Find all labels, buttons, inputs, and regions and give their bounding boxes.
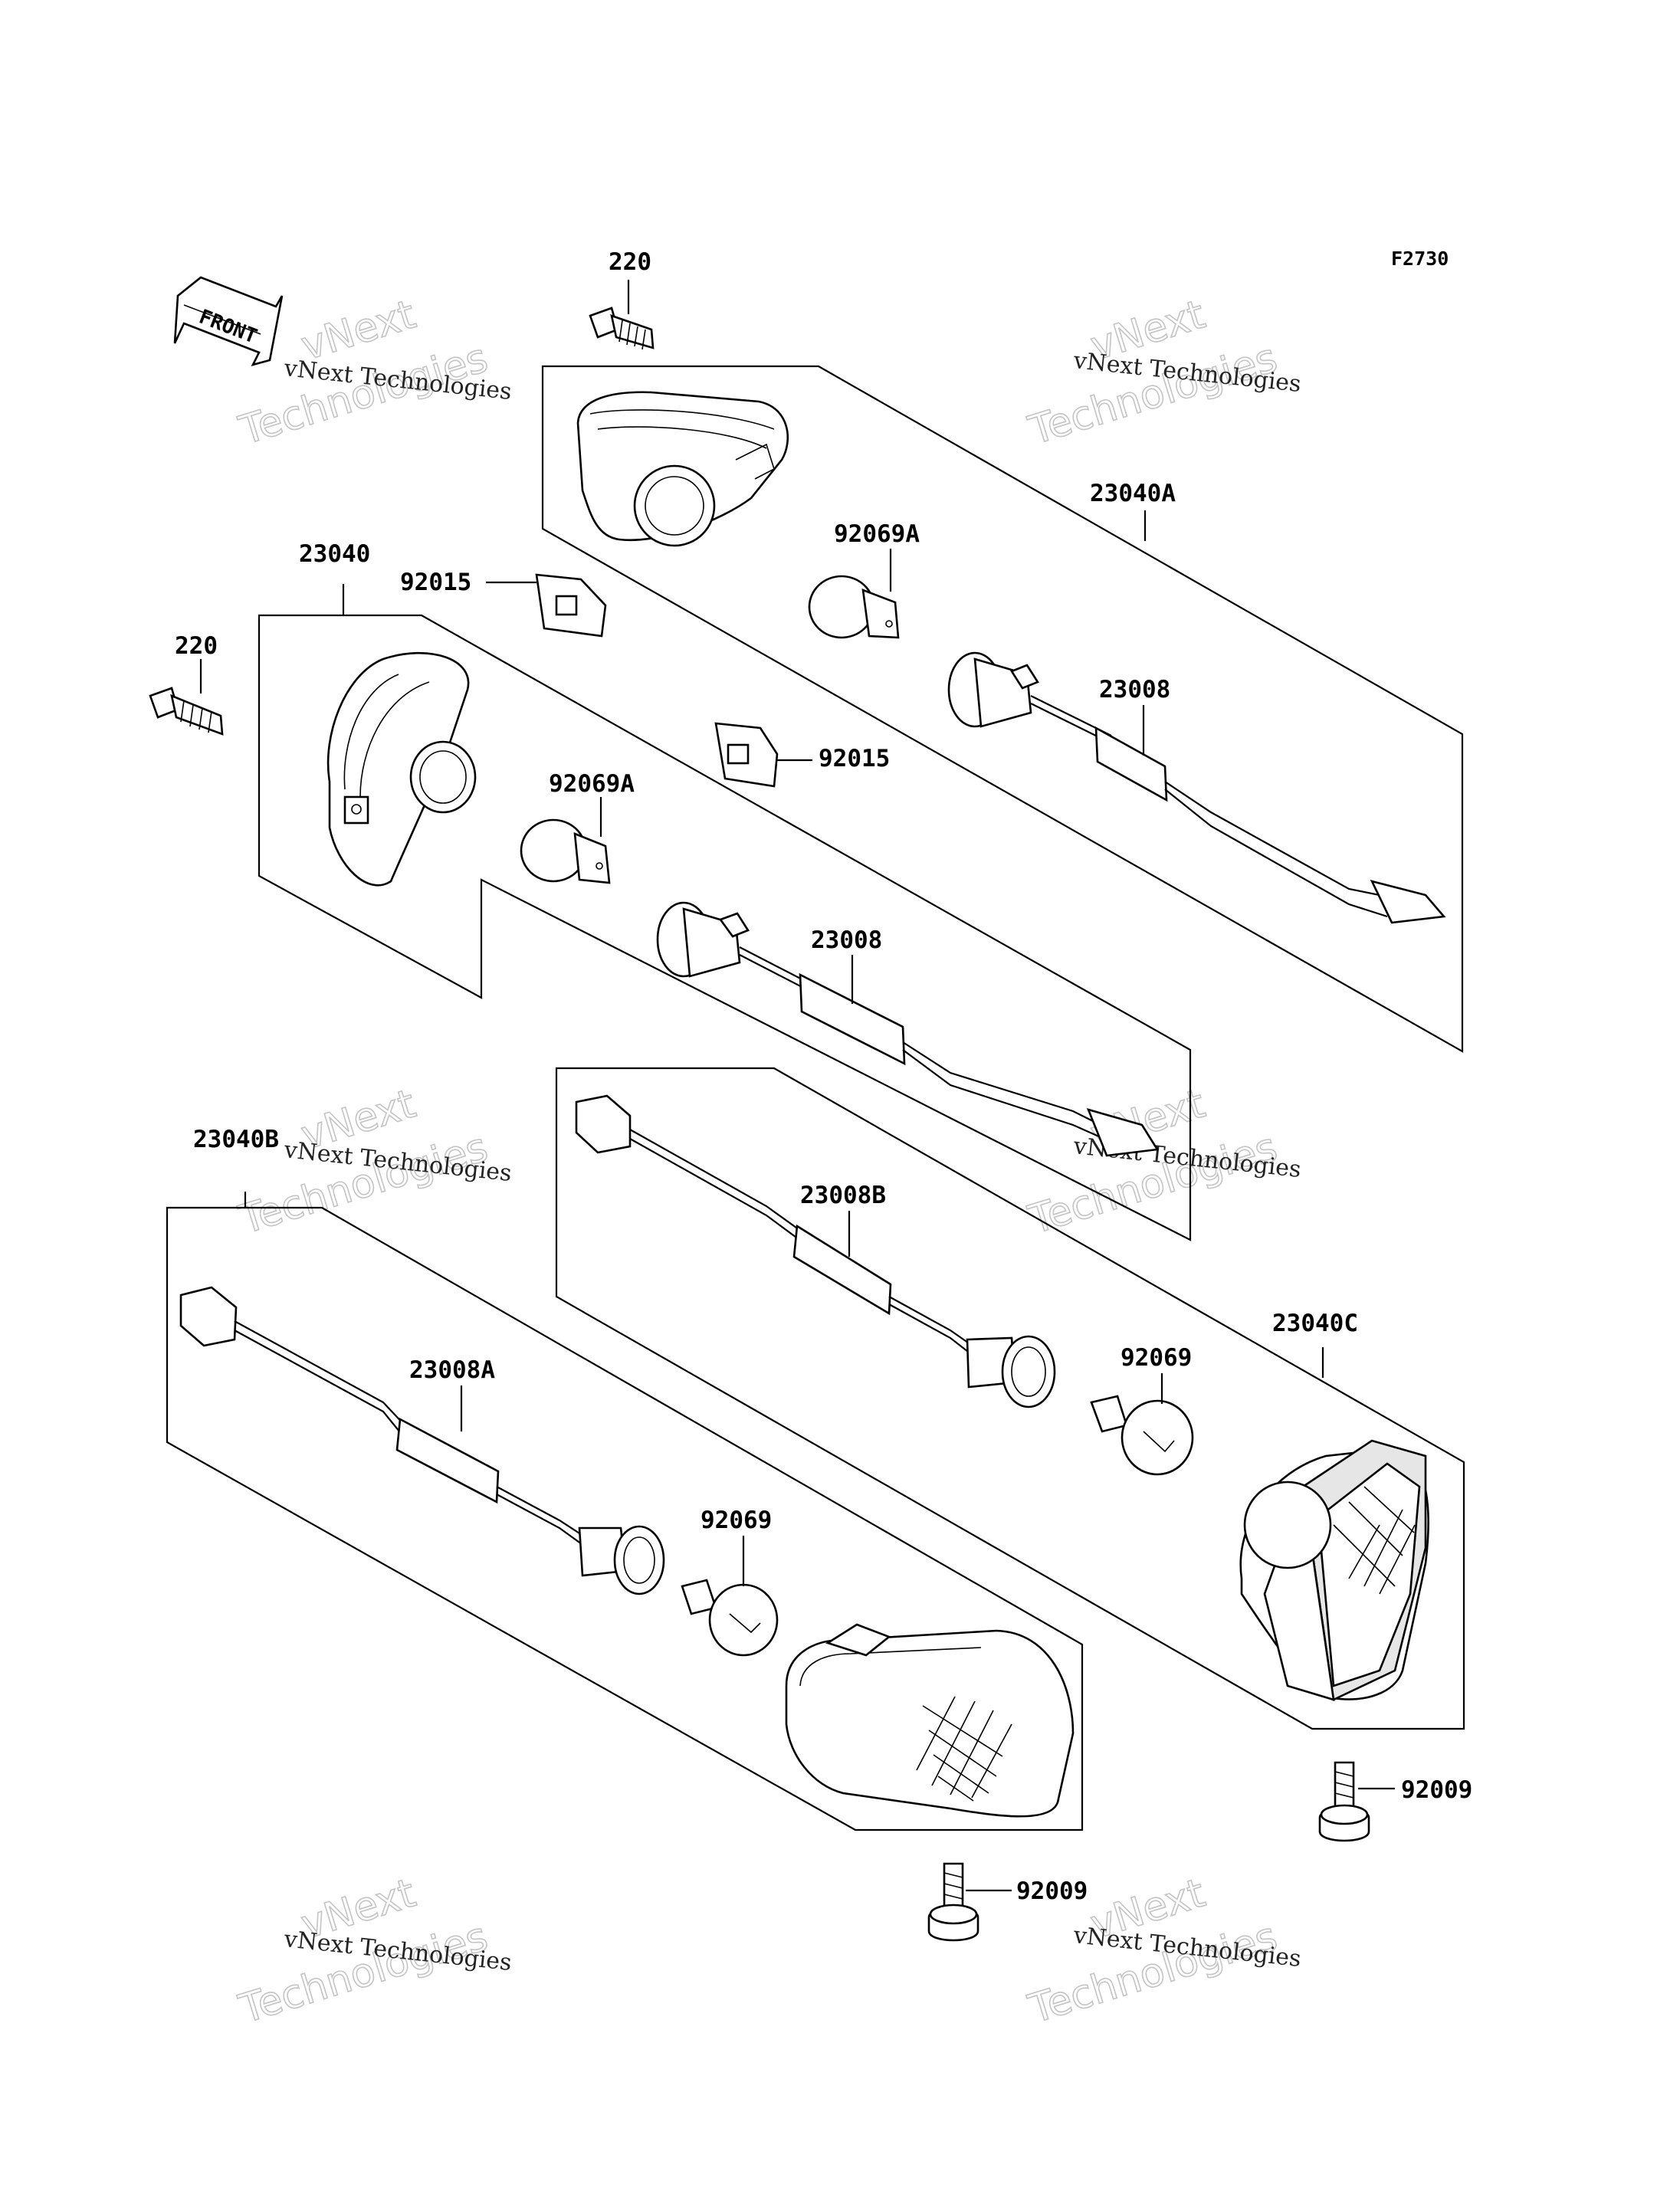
front-arrow-icon: FRONT — [173, 276, 284, 367]
group-23040B — [166, 1192, 1084, 1831]
screw-icon — [149, 659, 224, 736]
part-label-lamp-rear-left: 23040B — [193, 1126, 279, 1153]
part-label-bulb-rear-right: 92069 — [1121, 1344, 1192, 1372]
figure-code: F2730 — [1391, 248, 1449, 270]
socket-wire-front-left — [656, 901, 1160, 1157]
socket-wire-rear-right — [575, 1094, 1056, 1408]
part-label-bulb-top: 92069A — [834, 520, 920, 548]
screw-icon — [927, 1862, 1012, 1942]
bulb-icon — [681, 1579, 779, 1657]
watermark-middle-right: vNext Technologies vNext Technologies — [1023, 1080, 1303, 1244]
group-23040 — [258, 584, 1192, 1241]
part-label-nut-top: 92015 — [400, 569, 471, 596]
turn-signal-housing-front-left — [326, 651, 477, 887]
bulb-icon — [1090, 1395, 1194, 1476]
bulb-icon — [808, 575, 900, 639]
group-23040A — [535, 365, 1464, 1053]
part-label-socket-mid: 23008 — [811, 926, 882, 954]
watermark-bottom-left: vNext Technologies vNext Technologies — [234, 1870, 514, 2034]
watermark-top-right: vNext Technologies vNext Technologies — [1023, 291, 1303, 455]
clip-nut-icon — [714, 722, 779, 788]
part-label-bulb-mid: 92069A — [549, 770, 635, 798]
part-label-bulb-rear-left: 92069 — [701, 1507, 772, 1534]
turn-signal-lens-rear-left — [785, 1623, 1075, 1818]
part-label-screw-top: 220 — [609, 248, 651, 276]
part-label-screw-rear-left: 92009 — [1016, 1877, 1088, 1905]
clip-nut-icon — [535, 573, 607, 638]
screw-icon — [589, 280, 655, 350]
screw-icon — [1318, 1761, 1395, 1842]
turn-signal-lens-rear-right — [1239, 1439, 1429, 1701]
part-label-lamp-front-right: 23040A — [1090, 480, 1176, 507]
turn-signal-housing-front-right — [576, 391, 789, 547]
part-label-lamp-front-left: 23040 — [299, 540, 370, 568]
part-label-socket-top: 23008 — [1099, 676, 1170, 703]
part-label-screw-rear-right: 92009 — [1401, 1776, 1472, 1804]
part-label-socket-rear-right: 23008B — [800, 1182, 886, 1209]
group-23040C — [555, 1067, 1465, 1730]
bulb-icon — [520, 818, 611, 884]
socket-wire-rear-left — [179, 1286, 665, 1595]
part-label-nut-mid: 92015 — [819, 745, 890, 772]
part-label-screw-left: 220 — [175, 632, 218, 660]
part-label-socket-rear-left: 23008A — [409, 1356, 495, 1384]
part-label-lamp-rear-right: 23040C — [1272, 1310, 1358, 1337]
watermark-middle-left: vNext Technologies vNext Technologies — [234, 1080, 514, 1244]
socket-wire-front-right — [947, 651, 1446, 924]
